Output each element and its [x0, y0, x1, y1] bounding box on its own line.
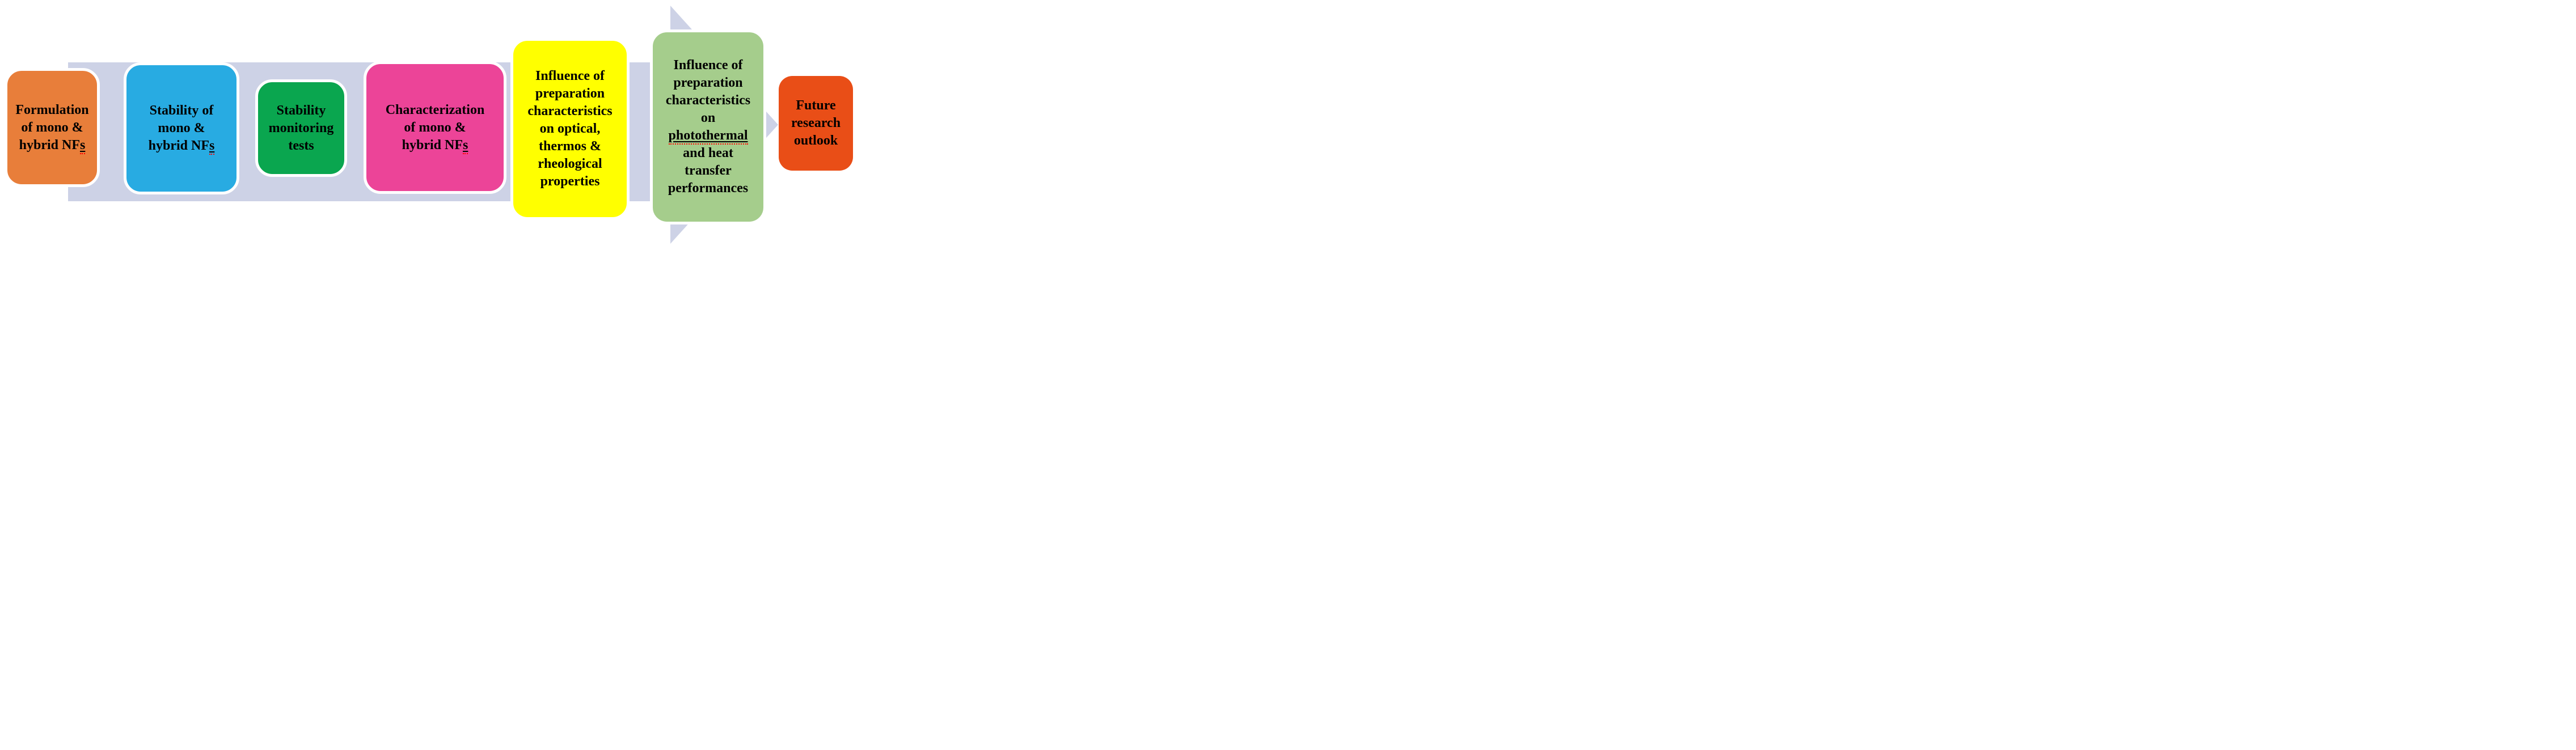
box-text-line: hybrid NFs — [149, 137, 215, 155]
box-text-line: hybrid NFs — [402, 137, 468, 154]
box-characterization: Characterization of mono & hybrid NFs — [364, 61, 506, 194]
spellcheck-underlined-text: photothermal — [668, 128, 748, 145]
box-text-line: hybrid NFs — [19, 137, 86, 154]
spellcheck-underlined-text: s — [209, 138, 215, 155]
box-text-line: outlook — [793, 133, 838, 148]
box-text-line: Future — [796, 98, 836, 113]
box-text-line: tests — [288, 138, 314, 153]
box-text-line: performances — [668, 181, 749, 196]
box-text-line: properties — [540, 174, 600, 189]
spellcheck-underlined-text: s — [80, 137, 86, 154]
box-text-line: photothermal — [668, 127, 748, 145]
box-text-line: research — [791, 116, 841, 130]
nanofluid-review-flowchart: Formulation of mono & hybrid NFs Stabili… — [0, 0, 859, 250]
box-text: hybrid NF — [148, 138, 209, 153]
box-future-research-outlook: Future research outlook — [779, 76, 853, 171]
box-text-line: preparation — [535, 86, 605, 101]
box-text-line: thermos & — [539, 139, 601, 154]
box-text-line: of mono & — [21, 120, 83, 135]
box-text-line: on optical, — [539, 121, 601, 136]
box-text-line: of mono & — [404, 120, 466, 135]
box-text: hybrid NF — [19, 137, 80, 152]
box-text-line: rheological — [538, 156, 602, 171]
box-text-line: characteristics — [665, 93, 751, 108]
box-text-line: transfer — [685, 163, 732, 178]
box-stability-monitoring-tests: Stability monitoring tests — [255, 79, 347, 177]
box-text-line: Formulation — [15, 102, 89, 117]
box-text-line: Stability — [276, 103, 326, 118]
box-text-line: Influence of — [673, 58, 743, 73]
box-text: hybrid NF — [402, 137, 463, 152]
box-text-line: monitoring — [268, 120, 334, 135]
box-text-line: Influence of — [535, 69, 605, 83]
box-text-line: preparation — [673, 75, 743, 90]
box-formulation: Formulation of mono & hybrid NFs — [5, 68, 100, 187]
box-stability: Stability of mono & hybrid NFs — [124, 62, 239, 194]
box-text-line: and heat — [683, 146, 733, 160]
box-text-line: characteristics — [527, 104, 613, 118]
box-text-line: Characterization — [385, 102, 485, 117]
box-influence-optical-thermo-rheological: Influence of preparation characteristics… — [510, 38, 630, 220]
spellcheck-underlined-text: s — [463, 137, 468, 154]
box-influence-photothermal-heat-transfer: Influence of preparation characteristics… — [650, 29, 766, 224]
box-text-line: on — [700, 111, 716, 125]
box-text-line: Stability of — [149, 103, 214, 118]
box-text-line: mono & — [158, 121, 205, 135]
